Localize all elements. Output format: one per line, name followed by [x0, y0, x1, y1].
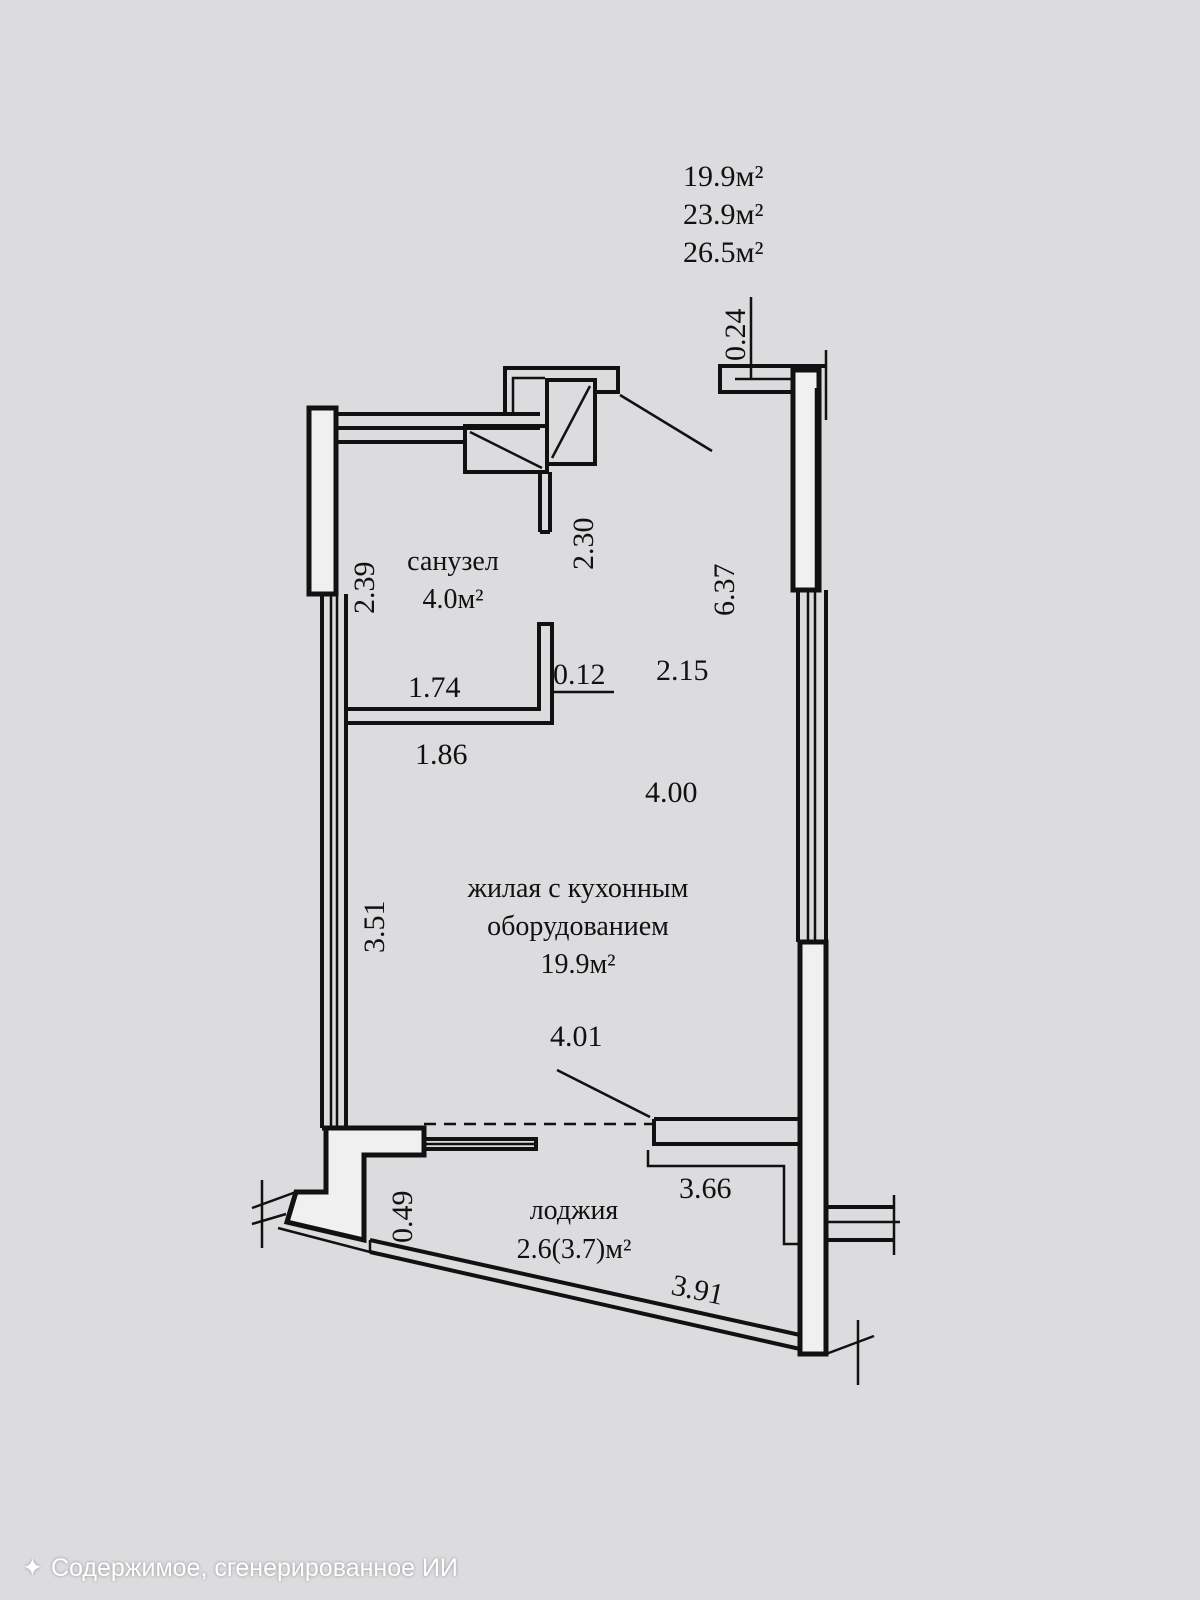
dim-6-37: 6.37: [708, 564, 741, 617]
right-external-stub: [826, 1195, 900, 1255]
area-total-with-loggia: 26.5м²: [683, 236, 763, 269]
loggia-parapet: [369, 1238, 875, 1385]
living-room-label-line2: оборудованием: [487, 911, 669, 942]
bathroom-label: санузел: [407, 546, 499, 577]
left-wall-upper: [306, 405, 339, 597]
loggia-area: 2.6(3.7)м²: [517, 1234, 632, 1265]
dim-2-15: 2.15: [656, 654, 709, 687]
right-wall: [718, 297, 829, 1357]
ventilation-shafts: [463, 366, 713, 534]
dim-2-39: 2.39: [348, 562, 381, 615]
loggia-label: лоджия: [530, 1195, 619, 1226]
area-living-total: 19.9м²: [683, 160, 763, 193]
dim-3-66: 3.66: [679, 1172, 732, 1205]
area-total: 23.9м²: [683, 198, 763, 231]
left-wall-lower: [320, 594, 348, 1128]
bathroom-partition: [346, 622, 614, 725]
dim-0-24: 0.24: [719, 309, 752, 362]
dim-1-74: 1.74: [408, 671, 461, 704]
sparkle-icon: ✦: [22, 1554, 43, 1582]
dim-0-49: 0.49: [386, 1191, 419, 1244]
dim-4-01: 4.01: [550, 1020, 603, 1053]
dim-3-51: 3.51: [358, 901, 391, 954]
dim-2-30: 2.30: [567, 518, 600, 571]
ai-generated-text: Содержимое, сгенерированное ИИ: [50, 1554, 458, 1582]
dim-1-86: 1.86: [415, 738, 468, 771]
dim-0-12: 0.12: [553, 658, 606, 691]
living-room-area: 19.9м²: [540, 949, 615, 980]
ai-generated-notice: ✦Содержимое, сгенерированное ИИ: [22, 1553, 458, 1583]
living-room-label-line1: жилая с кухонным: [467, 873, 689, 904]
dim-4-00: 4.00: [645, 776, 698, 809]
bathroom-area: 4.0м²: [422, 584, 483, 615]
